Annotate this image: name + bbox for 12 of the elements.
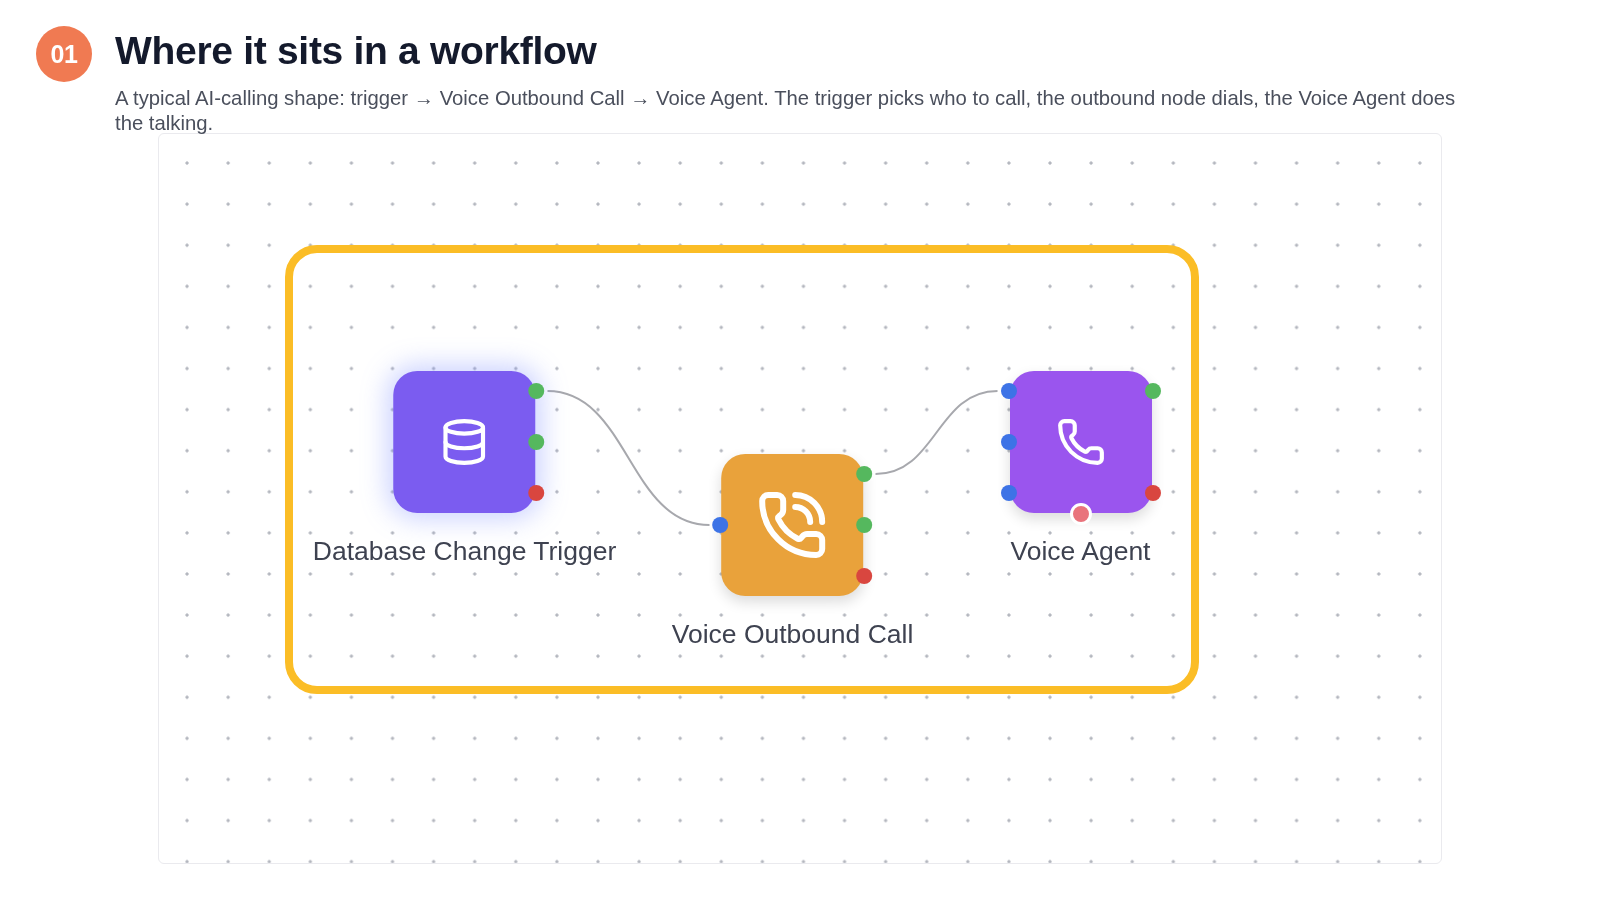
step-badge — [36, 26, 92, 82]
node-label: Voice Outbound Call — [671, 618, 914, 650]
workflow-node — [312, 371, 617, 567]
connector-line — [874, 390, 999, 475]
node-label: 01 — [50, 39, 78, 69]
connector-line — [546, 390, 711, 526]
node-label: Voice Agent — [1010, 535, 1151, 567]
highlight-frame — [285, 245, 1199, 694]
workflow-canvas — [158, 133, 1442, 864]
node-label: Database Change Trigger — [312, 535, 617, 567]
page-title: Where it sits in a workflow — [115, 28, 597, 74]
description-text: A typical AI-calling shape: trigger → Voice Outbound Call → Voice Agent. The trigger picks who to call, the outbound node dials, the Voice Agent does the talking. — [115, 86, 1457, 136]
